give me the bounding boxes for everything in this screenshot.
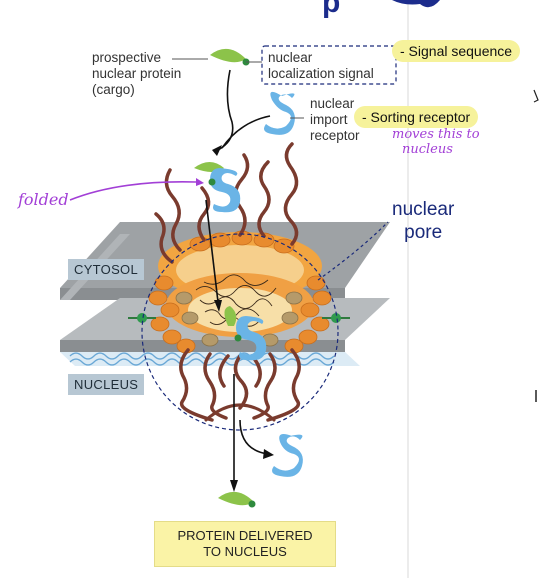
delivered-caption-line-2: TO NUCLEUS bbox=[203, 544, 287, 559]
nuclear-basket bbox=[179, 348, 301, 422]
moves-note-line-2: nucleus bbox=[402, 142, 453, 157]
folded-arrowhead bbox=[196, 178, 204, 186]
receptor-top bbox=[264, 91, 295, 135]
receptor-released bbox=[272, 434, 303, 477]
nuclear-pore-label-line-1: nuclear bbox=[392, 199, 455, 220]
nls-label-line-2: localization signal bbox=[268, 66, 374, 81]
cargo-label-line-2: nuclear protein bbox=[92, 66, 182, 81]
receptor-label: nuclear import receptor bbox=[310, 96, 360, 144]
cropped-title-fragment: p bbox=[322, 0, 340, 19]
signal-sequence-annotation: - Signal sequence bbox=[392, 40, 521, 62]
cytosol-label: CYTOSOL bbox=[68, 259, 144, 280]
sorting-receptor-annotation: - Sorting receptor bbox=[354, 106, 479, 128]
nls-label-box bbox=[261, 45, 397, 85]
cargo-label: prospective nuclear protein (cargo) bbox=[92, 50, 181, 98]
label-leaders bbox=[172, 58, 304, 119]
pore-pointer-line bbox=[317, 221, 389, 281]
nucleus-label: NUCLEUS bbox=[68, 374, 145, 395]
cargo-protein-top bbox=[210, 48, 250, 66]
delivered-caption-line-1: PROTEIN DELIVERED bbox=[177, 528, 313, 543]
receptor-label-line-2: import bbox=[310, 112, 348, 127]
nuclear-pore-label-line-2: pore bbox=[404, 222, 443, 243]
nuclear-pore-label: nuclear pore bbox=[392, 198, 454, 244]
moves-note-line-1: moves this to bbox=[392, 127, 480, 142]
cytoplasmic-fibrils bbox=[154, 142, 299, 264]
receptor-label-line-3: receptor bbox=[310, 128, 360, 143]
moves-note: moves this to nucleus bbox=[392, 127, 480, 157]
delivered-caption: PROTEIN DELIVERED TO NUCLEUS bbox=[154, 521, 336, 567]
cargo-protein-delivered bbox=[218, 491, 256, 508]
pore-highlight-circle bbox=[141, 233, 339, 431]
folded-arrow bbox=[69, 181, 197, 201]
cargo-label-line-3: (cargo) bbox=[92, 82, 135, 97]
folded-annotation: folded bbox=[18, 190, 69, 209]
pore-complex bbox=[128, 230, 350, 354]
arrowheads bbox=[212, 145, 274, 492]
cargo-receptor-complex bbox=[194, 162, 241, 213]
complex-in-pore bbox=[224, 306, 267, 361]
cargo-label-line-1: prospective bbox=[92, 50, 162, 65]
cropped-glyph-right bbox=[533, 89, 539, 103]
receptor-label-line-1: nuclear bbox=[310, 96, 355, 111]
nls-label-line-1: nuclear bbox=[268, 50, 313, 65]
cropped-title-glyph bbox=[392, 0, 440, 8]
nls-label: nuclear localization signal bbox=[268, 50, 374, 82]
